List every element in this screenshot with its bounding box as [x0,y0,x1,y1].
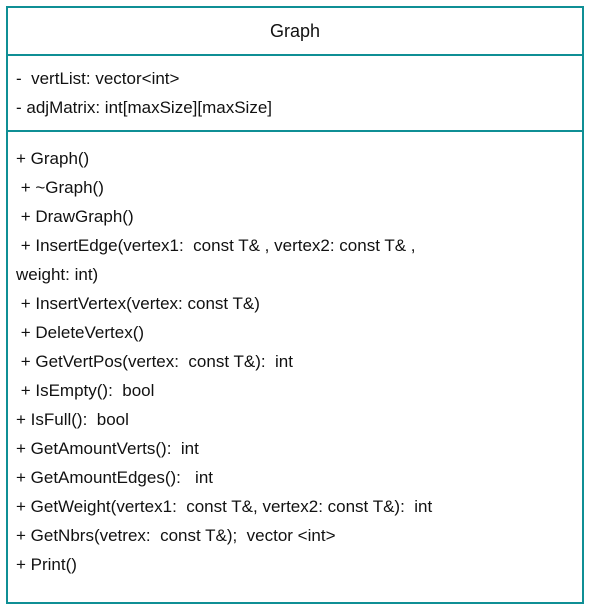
method-get-vert-pos: + GetVertPos(vertex: const T&): int [16,352,293,371]
method-get-weight: + GetWeight(vertex1: const T&, vertex2: … [16,497,433,516]
method-insert-edge-continuation: weight: int) [16,265,99,284]
methods-section: + Graph() + ~Graph() + DrawGraph() + Ins… [8,132,582,579]
class-name: Graph [8,8,582,56]
attribute-adjmatrix: - adjMatrix: int[maxSize][maxSize] [16,98,273,117]
method-is-empty: + IsEmpty(): bool [16,381,155,400]
method-delete-vertex: + DeleteVertex() [16,323,145,342]
method-is-full: + IsFull(): bool [16,410,129,429]
method-get-amount-verts: + GetAmountVerts(): int [16,439,199,458]
attributes-section: - vertList: vector<int> - adjMatrix: int… [8,56,582,132]
attribute-vertlist: - vertList: vector<int> [16,69,180,88]
method-insert-edge: + InsertEdge(vertex1: const T& , vertex2… [16,236,416,255]
method-destructor: + ~Graph() [16,178,104,197]
uml-class-box: Graph - vertList: vector<int> - adjMatri… [6,6,584,604]
method-print: + Print() [16,555,77,574]
method-draw-graph: + DrawGraph() [16,207,134,226]
method-graph: + Graph() [16,149,90,168]
method-get-nbrs: + GetNbrs(vetrex: const T&); vector <int… [16,526,336,545]
method-get-amount-edges: + GetAmountEdges(): int [16,468,214,487]
method-insert-vertex: + InsertVertex(vertex: const T&) [16,294,260,313]
